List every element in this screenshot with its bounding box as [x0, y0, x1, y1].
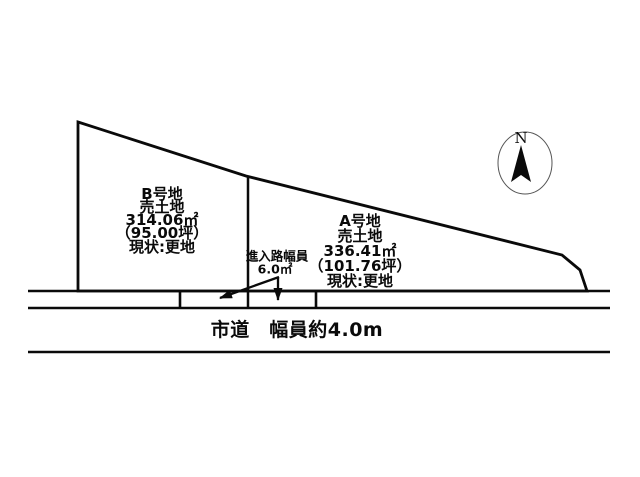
plot-a-area-tsubo: （101.76坪）: [309, 257, 412, 275]
plot-a-status: 現状:更地: [327, 272, 393, 290]
compass-north-label: N: [514, 129, 527, 147]
plot-b-label-block: B号地 売土地 314.06㎡ （95.00坪） 現状:更地: [116, 185, 208, 256]
plot-a-name: A号地: [339, 212, 381, 230]
compass-needle-icon: [511, 145, 531, 182]
plot-b-sale-type: 売土地: [139, 198, 184, 216]
entry-path-label-block: 進入路幅員 6.0㎡: [246, 249, 309, 277]
plot-a-area-m2: 336.41㎡: [324, 242, 397, 260]
plot-b-name: B号地: [141, 185, 182, 203]
road-label: 市道 幅員約4.0m: [211, 318, 383, 341]
entry-path-width-value: 6.0㎡: [258, 262, 293, 277]
entry-path-label: 進入路幅員: [246, 249, 309, 264]
plot-a-label-block: A号地 売土地 336.41㎡ （101.76坪） 現状:更地: [309, 212, 412, 290]
plot-b-area-tsubo: （95.00坪）: [116, 224, 208, 242]
plot-b-status: 現状:更地: [129, 238, 195, 256]
compass-circle: [497, 131, 553, 195]
entry-path-arrow-diagonal: [219, 275, 280, 300]
plot-a-sale-type: 売土地: [337, 227, 382, 245]
plot-b-area-m2: 314.06㎡: [126, 211, 199, 229]
